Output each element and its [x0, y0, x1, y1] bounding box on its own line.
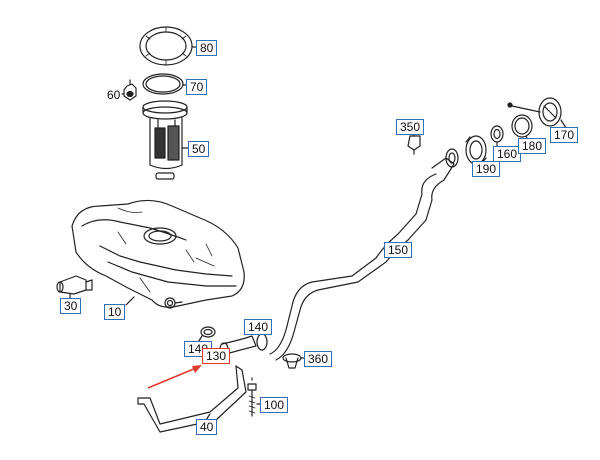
callout-140-right[interactable]: 140: [244, 319, 273, 335]
callout-40[interactable]: 40: [196, 419, 218, 435]
tank-strap-part: [137, 365, 247, 433]
callout-80[interactable]: 80: [196, 40, 218, 56]
callout-150[interactable]: 150: [384, 242, 413, 258]
fuel-cap-part: [507, 97, 567, 129]
callout-190[interactable]: 190: [472, 161, 501, 177]
callout-60[interactable]: 60: [107, 88, 121, 102]
callout-350[interactable]: 350: [396, 119, 425, 135]
callout-100[interactable]: 100: [260, 397, 289, 413]
callout-50[interactable]: 50: [188, 141, 210, 157]
callout-170[interactable]: 170: [550, 127, 579, 143]
callout-160[interactable]: 160: [493, 146, 522, 162]
valve-part: [121, 79, 137, 101]
sensor-part: [56, 275, 93, 300]
callout-30[interactable]: 30: [60, 298, 82, 314]
callout-70[interactable]: 70: [186, 79, 208, 95]
clamp-ring-part: [490, 125, 504, 148]
highlight-arrow: [147, 365, 202, 389]
callout-10[interactable]: 10: [104, 304, 126, 320]
grommet-part: [282, 353, 307, 369]
bolt-part: [247, 377, 263, 417]
fuel-pump-module-part: [142, 100, 189, 180]
flange-seal-part: [139, 26, 197, 66]
o-ring-part: [142, 73, 187, 95]
callout-180[interactable]: 180: [518, 138, 547, 154]
callout-360[interactable]: 360: [304, 351, 333, 367]
callout-130[interactable]: 130: [202, 348, 231, 364]
filler-pipe-part: [269, 148, 459, 361]
fuel-tank-part: [71, 199, 245, 309]
